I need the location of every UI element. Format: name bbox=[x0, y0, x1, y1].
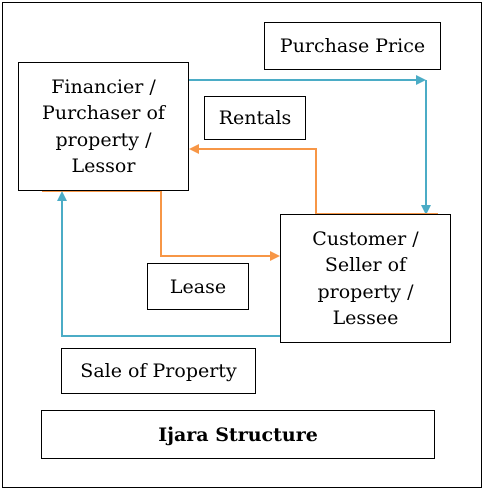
financier-box: Financier / Purchaser of property / Less… bbox=[18, 62, 189, 191]
lease-label: Lease bbox=[169, 275, 227, 298]
purchase-price-label: Purchase Price bbox=[279, 35, 426, 57]
diagram-frame bbox=[2, 2, 482, 488]
rentals-label: Rentals bbox=[218, 107, 292, 129]
financier-label: Financier / Purchaser of property / Less… bbox=[42, 75, 165, 178]
customer-label: Customer / Seller of property / Lessee bbox=[312, 227, 419, 330]
sale-of-property-arrow bbox=[57, 191, 280, 337]
lease-label-box: Lease bbox=[147, 263, 249, 310]
purchase-price-label-box: Purchase Price bbox=[264, 22, 441, 70]
customer-box: Customer / Seller of property / Lessee bbox=[280, 214, 451, 343]
sale-of-property-label: Sale of Property bbox=[80, 360, 237, 382]
sale-of-property-label-box: Sale of Property bbox=[61, 348, 256, 394]
rentals-label-box: Rentals bbox=[204, 96, 306, 140]
rentals-arrow bbox=[189, 144, 438, 215]
diagram-title-box: Ijara Structure bbox=[41, 410, 435, 459]
lease-arrow bbox=[42, 190, 280, 261]
diagram-title: Ijara Structure bbox=[158, 423, 318, 446]
